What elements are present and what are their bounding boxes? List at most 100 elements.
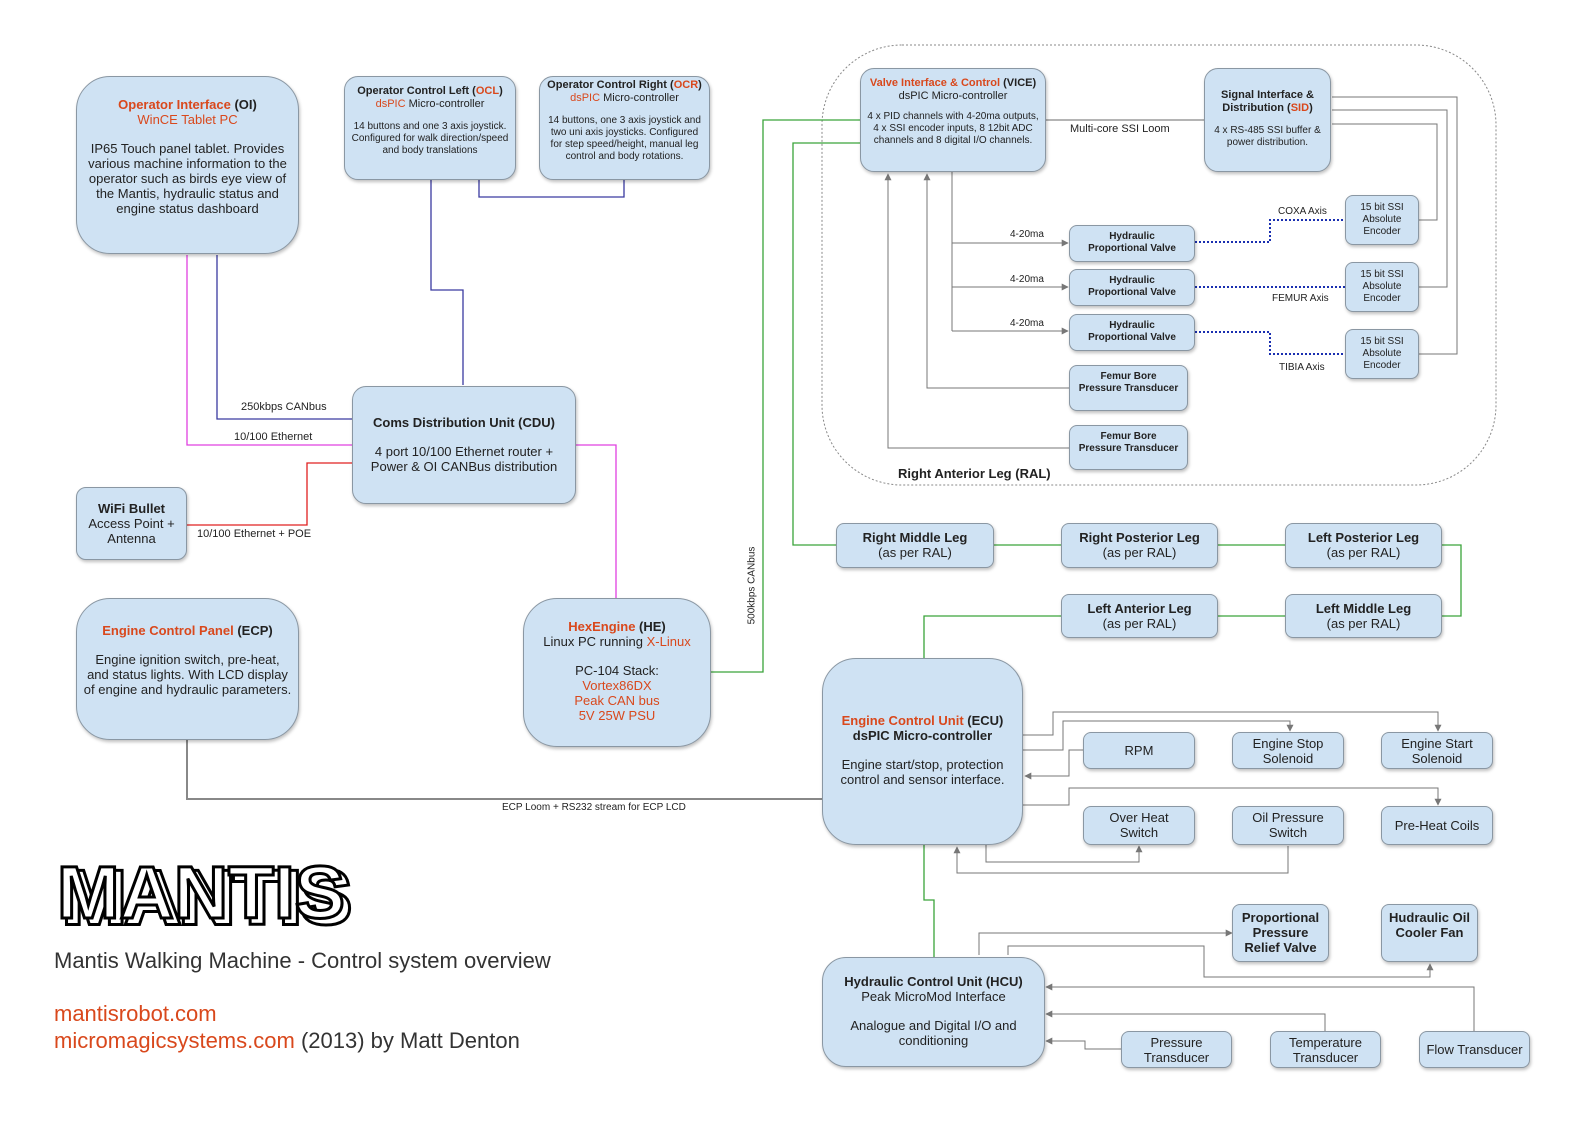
valve-label-1: Hydraulic Proportional Valve xyxy=(1088,231,1176,254)
oi-description: IP65 Touch panel tablet. Provides variou… xyxy=(88,141,287,216)
he-stack-item-2: Peak CAN bus xyxy=(574,693,660,708)
ocl-chip: dsPIC xyxy=(375,98,406,110)
sid-description: 4 x RS-485 SSI buffer & power distributi… xyxy=(1214,125,1321,148)
encoder-label-2: 15 bit SSI Absolute Encoder xyxy=(1360,269,1404,304)
relief-valve-box: Proportional Pressure Relief Valve xyxy=(1232,904,1329,962)
current-label-3: 4-20ma xyxy=(1010,318,1044,329)
ral-enclosure xyxy=(821,44,1497,486)
ecu-title-line: Engine Control Unit (ECU) xyxy=(829,713,1016,728)
ocr-chip-rest: Micro-controller xyxy=(603,92,679,104)
cdu-he-ethernet-wire xyxy=(576,444,617,598)
ocr-chip-line: dsPIC Micro-controller xyxy=(546,92,703,105)
valve-label-3: Hydraulic Proportional Valve xyxy=(1088,320,1176,343)
operator-interface-box: Operator Interface (OI) WinCE Tablet PC … xyxy=(76,76,299,254)
ocl-title-line: Operator Control Left (OCL) xyxy=(357,85,503,97)
site-link-mantisrobot[interactable]: mantisrobot.com xyxy=(54,1001,217,1026)
credit: (2013) by Matt Denton xyxy=(300,1028,520,1053)
valve-box-1: Hydraulic Proportional Valve xyxy=(1069,225,1195,262)
vice-abbr: VICE xyxy=(1006,77,1033,89)
wifi-cdu-poe-wire xyxy=(187,462,352,526)
ecp-title: Engine Control Panel xyxy=(102,623,234,638)
leg-name: Right Posterior Leg xyxy=(1079,530,1200,545)
encoder-box-3: 15 bit SSI Absolute Encoder xyxy=(1345,329,1419,379)
encoder-box-1: 15 bit SSI Absolute Encoder xyxy=(1345,195,1419,245)
sid-box: Signal Interface & Distribution (SID) 4 … xyxy=(1204,68,1331,172)
transducer-label-2: Femur Bore Pressure Transducer xyxy=(1078,431,1179,454)
wifi-description: Access Point + Antenna xyxy=(88,516,175,546)
oi-title: Operator Interface xyxy=(118,97,231,112)
flow-transducer-box: Flow Transducer xyxy=(1419,1031,1530,1068)
vice-box: Valve Interface & Control (VICE) dsPIC M… xyxy=(860,68,1046,172)
cdu-title: Coms Distribution Unit (CDU) xyxy=(373,415,555,430)
flow-transducer-label: Flow Transducer xyxy=(1426,1042,1523,1057)
sid-title: Signal Interface & Distribution xyxy=(1221,89,1314,114)
he-subtitle-line: Linux PC running X-Linux xyxy=(530,634,704,649)
cooler-fan-box: Hudraulic Oil Cooler Fan xyxy=(1381,904,1478,962)
he-stack-title: PC-104 Stack: xyxy=(575,663,659,678)
ecp-description: Engine ignition switch, pre-heat, and st… xyxy=(83,652,292,697)
hcu-subtitle: Peak MicroMod Interface xyxy=(861,989,1006,1004)
oil-pressure-box: Oil Pressure Switch xyxy=(1232,806,1344,845)
overheat-box: Over Heat Switch xyxy=(1083,806,1195,845)
valve-box-3: Hydraulic Proportional Valve xyxy=(1069,314,1195,351)
relief-valve-label: Proportional Pressure Relief Valve xyxy=(1241,910,1320,955)
he-title: HexEngine xyxy=(568,619,636,634)
he-os: X-Linux xyxy=(646,634,691,649)
ocl-abbr: OCL xyxy=(475,85,500,97)
hcu-description: Analogue and Digital I/O and conditionin… xyxy=(850,1018,1017,1048)
he-subtitle-prefix: Linux PC running xyxy=(543,634,644,649)
vice-subtitle: dsPIC Micro-controller xyxy=(898,90,1008,102)
leg-box-right-middle: Right Middle Leg (as per RAL) xyxy=(836,523,994,568)
vice-title: Valve Interface & Control xyxy=(869,77,1001,89)
ocl-title: Operator Control Left xyxy=(357,85,470,97)
he-can500-wire xyxy=(711,119,860,673)
ocl-description: 14 buttons and one 3 axis joystick. Conf… xyxy=(351,121,509,156)
logo-text: MANTIS xyxy=(63,858,351,928)
ecp-ecu-loom-wire xyxy=(186,740,822,800)
ecu-subtitle: dsPIC Micro-controller xyxy=(852,728,993,743)
axis-label-tibia: TIBIA Axis xyxy=(1279,362,1325,373)
hexengine-box: HexEngine (HE) Linux PC running X-Linux … xyxy=(523,598,711,747)
valve-label-2: Hydraulic Proportional Valve xyxy=(1088,275,1176,298)
sid-abbr: SID xyxy=(1290,102,1310,114)
leg-box-left-posterior: Left Posterior Leg (as per RAL) xyxy=(1285,523,1442,568)
leg-box-right-posterior: Right Posterior Leg (as per RAL) xyxy=(1061,523,1218,568)
he-stack-item-1: Vortex86DX xyxy=(582,678,652,693)
ocr-title-line: Operator Control Right (OCR) xyxy=(547,79,702,91)
cooler-fan-label: Hudraulic Oil Cooler Fan xyxy=(1389,910,1470,940)
site-line-micromagic: micromagicsystems.com (2013) by Matt Den… xyxy=(54,1028,520,1054)
cdu-description: 4 port 10/100 Ethernet router + Power & … xyxy=(370,444,558,474)
ecp-title-line: Engine Control Panel (ECP) xyxy=(83,623,292,638)
ecu-title: Engine Control Unit xyxy=(841,713,964,728)
current-label-1: 4-20ma xyxy=(1010,229,1044,240)
encoder-label-3: 15 bit SSI Absolute Encoder xyxy=(1360,336,1404,371)
caption: Mantis Walking Machine - Control system … xyxy=(54,948,551,973)
encoder-box-2: 15 bit SSI Absolute Encoder xyxy=(1345,262,1419,312)
leg-name: Left Posterior Leg xyxy=(1307,530,1420,545)
transducer-box-2: Femur Bore Pressure Transducer xyxy=(1069,425,1188,470)
pressure-transducer-box: Pressure Transducer xyxy=(1121,1031,1232,1068)
leg-name: Right Middle Leg xyxy=(862,530,968,545)
temperature-transducer-label: Temperature Transducer xyxy=(1289,1035,1362,1065)
ecp-loom-label: ECP Loom + RS232 stream for ECP LCD xyxy=(502,802,686,813)
vice-title-line: Valve Interface & Control (VICE) xyxy=(869,77,1037,89)
ral-label: Right Anterior Leg (RAL) xyxy=(898,466,1051,481)
wifi-box: WiFi Bullet Access Point + Antenna xyxy=(76,487,187,560)
ocr-description: 14 buttons, one 3 axis joystick and two … xyxy=(548,115,701,162)
encoder-label-1: 15 bit SSI Absolute Encoder xyxy=(1360,202,1404,237)
ethernet-poe-label: 10/100 Ethernet + POE xyxy=(197,528,312,540)
oi-title-line: Operator Interface (OI) xyxy=(83,97,292,112)
he-stack-item-3: 5V 25W PSU xyxy=(578,708,656,723)
ecu-description: Engine start/stop, protection control an… xyxy=(840,757,1005,787)
engine-start-label: Engine Start Solenoid xyxy=(1401,736,1473,766)
valve-box-2: Hydraulic Proportional Valve xyxy=(1069,269,1195,306)
oi-subtitle: WinCE Tablet PC xyxy=(137,112,238,127)
axis-label-femur: FEMUR Axis xyxy=(1272,293,1329,304)
oi-cdu-canbus-wire xyxy=(216,255,352,420)
leg-box-left-middle: Left Middle Leg (as per RAL) xyxy=(1285,594,1442,638)
rpm-box: RPM xyxy=(1083,732,1195,769)
engine-stop-label: Engine Stop Solenoid xyxy=(1252,736,1324,766)
site-link-micromagic[interactable]: micromagicsystems.com xyxy=(54,1028,295,1053)
he-title-line: HexEngine (HE) xyxy=(530,619,704,634)
